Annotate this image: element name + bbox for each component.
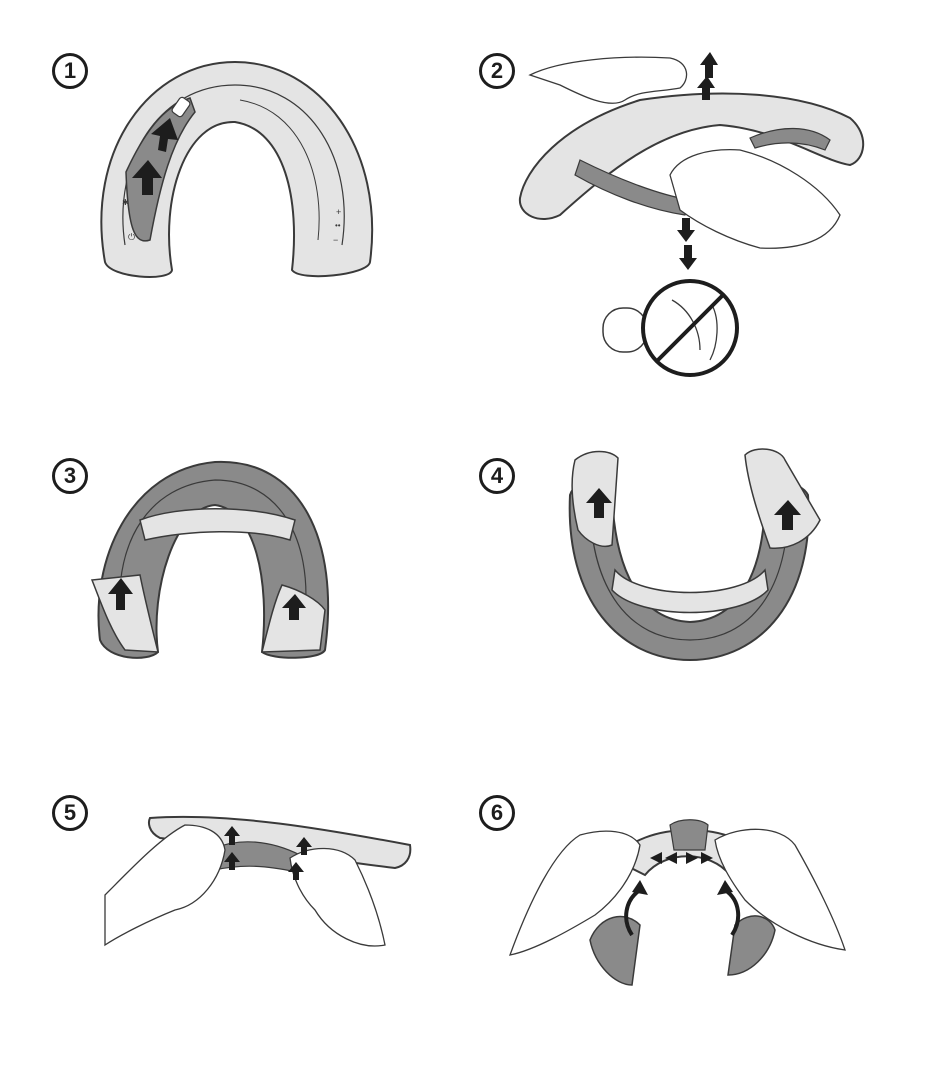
arrow-icon	[626, 890, 738, 935]
